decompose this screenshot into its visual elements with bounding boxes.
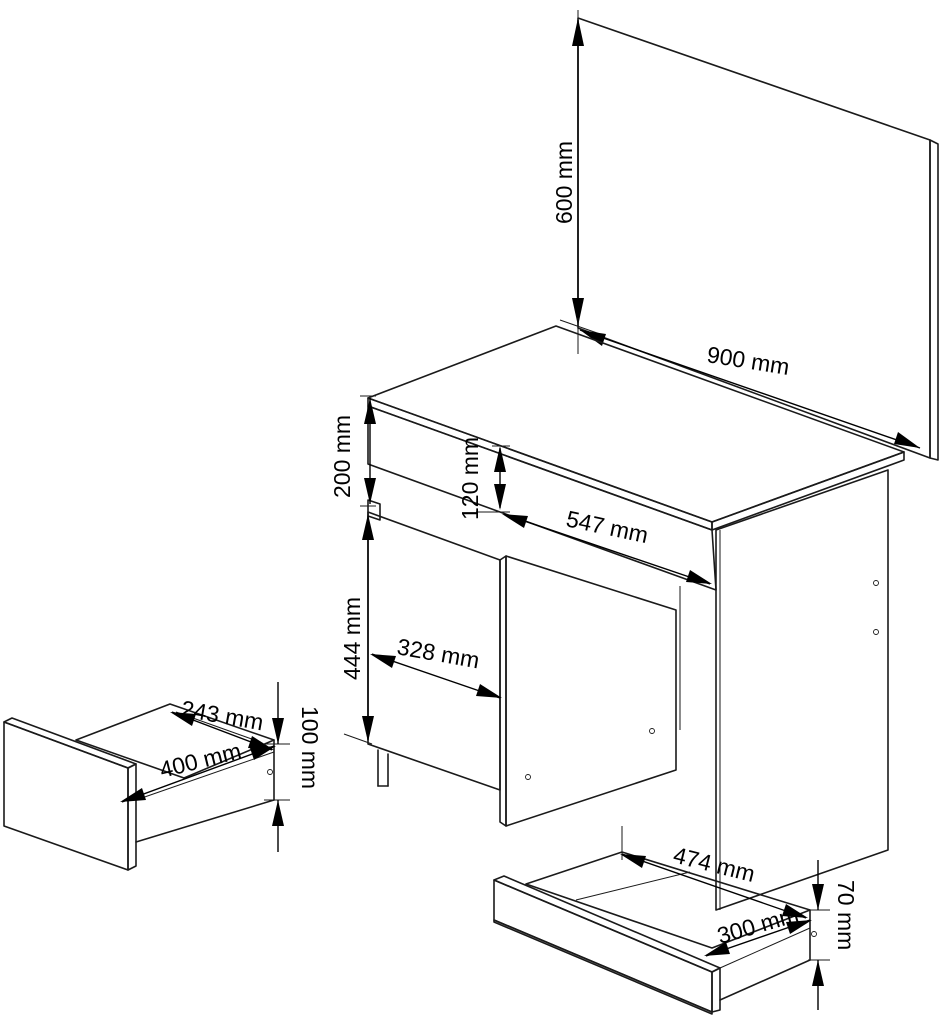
door-width-dimension: 328 mm: [370, 633, 502, 699]
desk-depth-label: 547 mm: [564, 505, 651, 548]
right-drawer-height-dimension: 70 mm: [808, 860, 859, 1010]
top-height-label: 200 mm: [329, 415, 355, 498]
top-height-dimension: 200 mm: [329, 395, 376, 507]
mirror-width-dimension: 900 mm: [559, 319, 921, 449]
left-drawer-depth-label: 400 mm: [157, 738, 244, 783]
mirror-panel: [577, 17, 939, 461]
cabinet-height-label: 444 mm: [339, 597, 365, 680]
cabinet-height-dimension: 444 mm: [339, 514, 374, 745]
right-drawer-height-label: 70 mm: [833, 880, 859, 950]
left-drawer: [3, 703, 275, 871]
left-drawer-width-label: 243 mm: [179, 695, 265, 735]
drawer-front-height-label: 120 mm: [457, 437, 483, 520]
door-width-label: 328 mm: [395, 633, 481, 673]
mirror-height-label: 600 mm: [551, 141, 577, 224]
drawer-front-height-dimension: 120 mm: [457, 437, 510, 520]
mirror-width-label: 900 mm: [705, 341, 791, 380]
mirror-height-dimension: 600 mm: [551, 10, 584, 354]
desk-body: [367, 325, 905, 911]
left-drawer-height-dimension: 100 mm: [264, 682, 323, 852]
right-drawer-width-label: 300 mm: [714, 901, 801, 949]
desk-depth-dimension: 547 mm: [502, 505, 712, 585]
left-drawer-height-label: 100 mm: [297, 706, 323, 789]
